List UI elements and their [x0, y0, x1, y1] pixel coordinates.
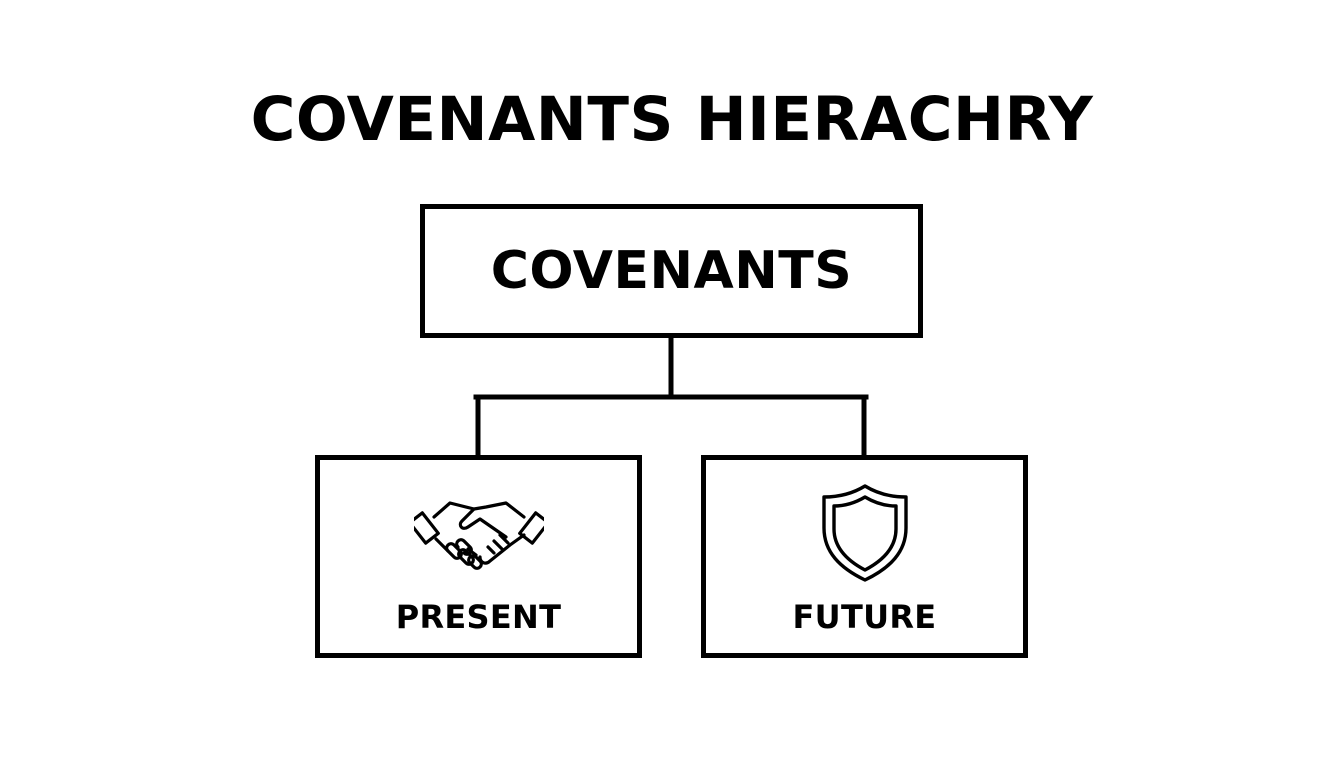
- root-node-label: COVENANTS: [490, 241, 853, 301]
- child-node-future-label: FUTURE: [792, 598, 937, 636]
- child-node-present-label: PRESENT: [395, 598, 562, 636]
- root-node: COVENANTS: [420, 204, 923, 338]
- diagram-title: COVENANTS HIERACHRY: [250, 84, 1094, 155]
- child-node-future: FUTURE: [701, 455, 1028, 658]
- handshake-icon: [320, 482, 637, 582]
- shield-icon: [706, 482, 1023, 582]
- child-node-present: PRESENT: [315, 455, 642, 658]
